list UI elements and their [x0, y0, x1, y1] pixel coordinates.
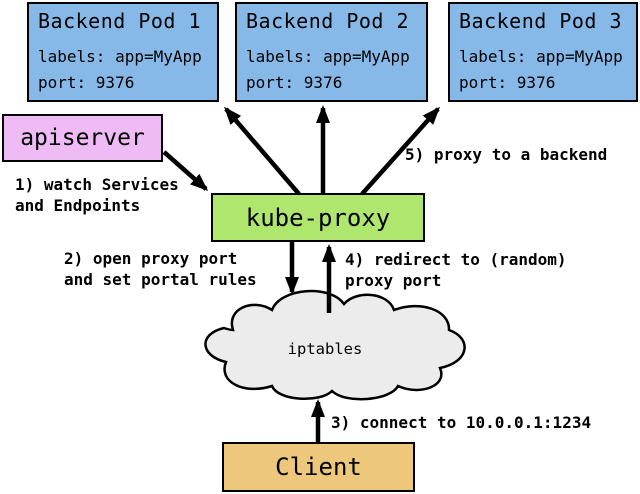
- backend-pod-3-labels: labels: app=MyApp: [459, 47, 623, 66]
- annotation-step2-line2: and set portal rules: [64, 270, 257, 289]
- backend-pod-2-box: Backend Pod 2 labels: app=MyApp port: 93…: [235, 2, 428, 102]
- apiserver-box: apiserver: [2, 114, 163, 162]
- annotation-step4-line1: 4) redirect to (random): [345, 250, 567, 269]
- annotation-step1: 1) watch Services and Endpoints: [15, 174, 179, 216]
- kube-proxy-box: kube-proxy: [211, 193, 425, 242]
- annotation-step2: 2) open proxy port and set portal rules: [64, 248, 257, 290]
- backend-pod-1-title: Backend Pod 1: [38, 9, 202, 33]
- annotation-step3: 3) connect to 10.0.0.1:1234: [331, 412, 591, 433]
- backend-pod-3-title: Backend Pod 3: [459, 9, 623, 33]
- backend-pod-1-labels: labels: app=MyApp: [38, 47, 202, 66]
- iptables-label: iptables: [287, 340, 363, 358]
- kube-proxy-label: kube-proxy: [245, 203, 391, 232]
- annotation-step5: 5) proxy to a backend: [405, 144, 607, 165]
- annotation-step1-line2: and Endpoints: [15, 196, 141, 215]
- backend-pod-3-port: port: 9376: [459, 73, 556, 92]
- backend-pod-2-port: port: 9376: [246, 73, 343, 92]
- arrow-watch-services: [162, 150, 209, 191]
- annotation-step4-line2: proxy port: [345, 271, 442, 290]
- backend-pod-1-box: Backend Pod 1 labels: app=MyApp port: 93…: [27, 2, 219, 102]
- client-box: Client: [222, 442, 415, 492]
- annotation-step3-line1: 3) connect to 10.0.0.1:1234: [331, 413, 592, 432]
- backend-pod-3-box: Backend Pod 3 labels: app=MyApp port: 93…: [448, 2, 638, 102]
- iptables-cloud-shape: [204, 289, 466, 401]
- arrow-proxy-to-pod1: [224, 106, 301, 196]
- annotation-step5-line1: 5) proxy to a backend: [405, 145, 608, 164]
- apiserver-label: apiserver: [20, 125, 145, 151]
- annotation-step1-line1: 1) watch Services: [15, 175, 179, 194]
- annotation-step2-line1: 2) open proxy port: [64, 249, 238, 268]
- backend-pod-2-title: Backend Pod 2: [246, 9, 410, 33]
- annotation-step4: 4) redirect to (random) proxy port: [345, 249, 567, 291]
- backend-pod-2-labels: labels: app=MyApp: [246, 47, 410, 66]
- backend-pod-1-port: port: 9376: [38, 73, 135, 92]
- arrow-proxy-to-pod3: [360, 106, 440, 196]
- client-label: Client: [275, 453, 362, 481]
